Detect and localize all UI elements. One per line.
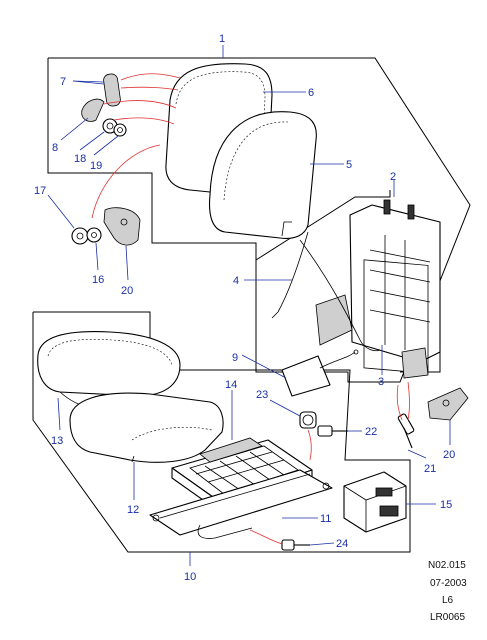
reference-date: 07-2003 [430,578,467,589]
callout-21: 21 [424,463,436,475]
callout-20-left: 20 [121,285,133,297]
callout-5: 5 [346,159,352,171]
red-leaders-top [91,73,181,219]
callout-3: 3 [378,376,384,388]
bolt-22 [307,425,348,461]
bracket-20-left [103,207,141,246]
gear-17 [71,227,89,245]
callout-9: 9 [232,352,238,364]
callout-16: 16 [92,274,104,286]
callout-7: 7 [60,76,66,88]
callout-19: 19 [90,160,102,172]
gear-19 [113,123,127,137]
headrest-foam [208,111,317,239]
control-module-15 [343,471,407,533]
lumbar-pad [281,349,359,397]
headrest-guide-7 [103,73,121,107]
bolt-21 [396,381,415,449]
callout-23: 23 [256,389,268,401]
reference-block: N02.015 07-2003 L6 LR0065 [428,560,467,623]
callout-20-right: 20 [443,449,455,461]
callout-labels: 1 2 3 4 5 6 7 8 9 10 11 12 13 14 15 16 1… [34,33,455,583]
callout-15: 15 [440,499,452,511]
callout-24: 24 [336,538,348,550]
callout-13: 13 [51,435,63,447]
seat-back-frame [315,199,441,379]
callout-4: 4 [233,275,239,287]
callout-11: 11 [320,513,331,525]
spacer-23 [299,411,317,429]
gear-16 [86,227,102,243]
leader-lines [47,80,451,546]
callout-18: 18 [74,153,86,165]
bolt-24 [249,529,310,551]
callout-1: 1 [219,33,225,45]
callout-10: 10 [184,571,196,583]
headrest-guide-8 [81,98,105,122]
callout-12: 12 [127,504,139,516]
callout-14: 14 [225,379,237,391]
cushion-foam [69,392,224,463]
reference-variant: L6 [442,595,454,606]
callout-8: 8 [52,142,58,154]
callout-22: 22 [365,426,377,438]
release-cable [271,231,381,352]
bracket-20-right [427,387,469,421]
callout-17: 17 [34,185,46,197]
callout-6: 6 [308,87,314,99]
reference-plate: LR0065 [430,612,465,623]
reference-code: N02.015 [428,560,466,571]
callout-2: 2 [390,171,396,183]
seat-rails [149,469,333,539]
